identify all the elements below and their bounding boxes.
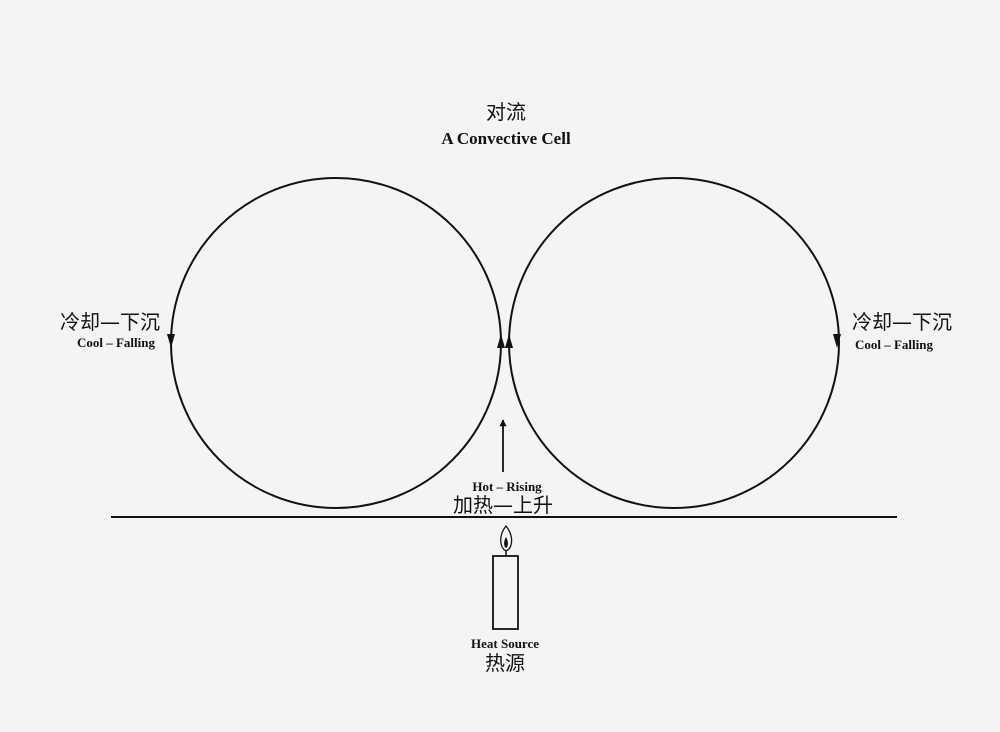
left-label-chinese: 冷却—下沉 xyxy=(60,310,160,334)
heat-source-label-english: Heat Source xyxy=(471,636,539,651)
center-label-chinese: 加热—上升 xyxy=(453,493,553,517)
candle-icon xyxy=(492,524,519,630)
right-label-chinese: 冷却—下沉 xyxy=(852,310,952,334)
right-convection-loop xyxy=(508,177,840,509)
left-label-english: Cool – Falling xyxy=(77,335,156,350)
center-label-english: Hot – Rising xyxy=(472,479,542,494)
left-convection-loop xyxy=(170,177,502,509)
left-loop-down-arrow xyxy=(167,334,175,348)
right-loop-down-arrow xyxy=(833,334,841,348)
title-english: A Convective Cell xyxy=(441,129,571,148)
heat-source-label-chinese: 热源 xyxy=(485,651,525,675)
left-loop-up-arrow xyxy=(497,334,505,348)
right-loop-up-arrow xyxy=(505,334,513,348)
right-label-english: Cool – Falling xyxy=(855,337,934,352)
title-chinese: 对流 xyxy=(486,100,526,124)
